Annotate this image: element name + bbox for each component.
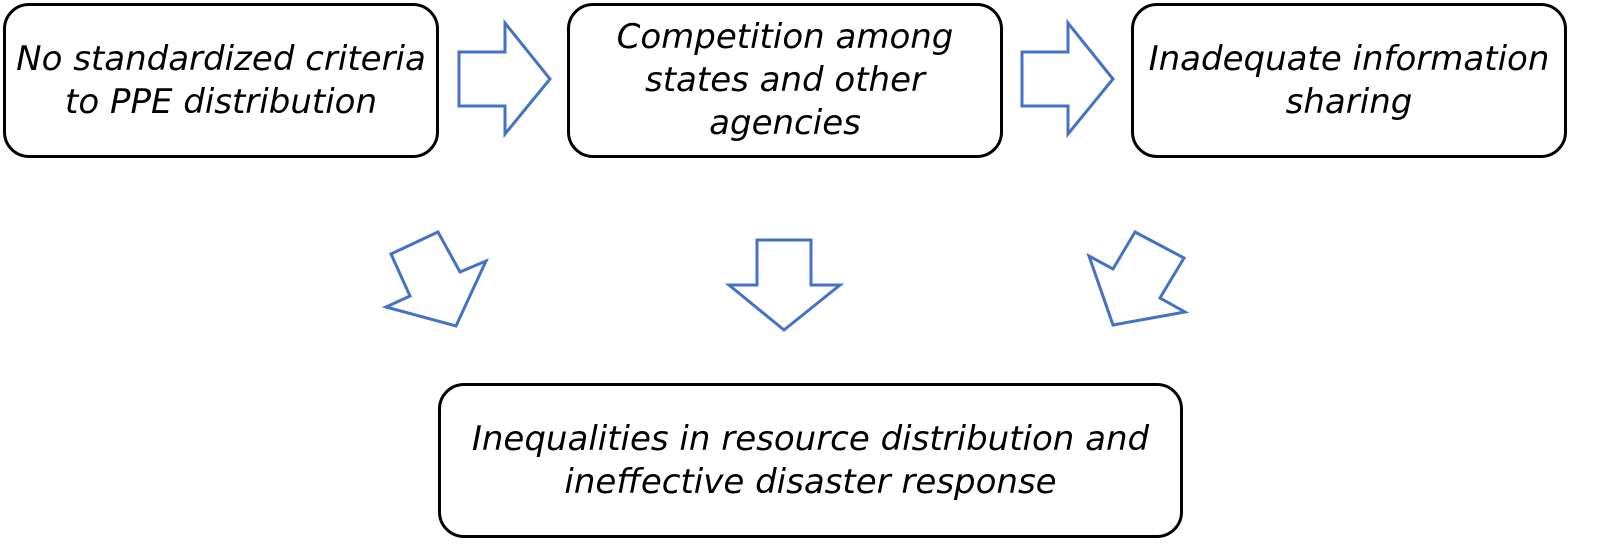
cause-box-label: Inadequate information sharing <box>1148 38 1550 122</box>
cause-box-competition: Competition among states and other agenc… <box>567 3 1003 158</box>
down-right-arrow-icon <box>381 230 489 328</box>
down-arrow-icon <box>724 238 845 332</box>
outcome-box: Inequalities in resource distribution an… <box>438 383 1183 538</box>
down-left-arrow-icon <box>1086 230 1190 327</box>
cause-box-label: No standardized criteria to PPE distribu… <box>16 38 426 122</box>
right-arrow-icon <box>457 18 552 139</box>
right-arrow-icon <box>1020 18 1115 139</box>
cause-box-inadequate-information-sharing: Inadequate information sharing <box>1131 3 1567 158</box>
cause-box-label: Competition among states and other agenc… <box>616 17 954 143</box>
outcome-box-label: Inequalities in resource distribution an… <box>471 418 1150 502</box>
cause-box-no-standardized-criteria: No standardized criteria to PPE distribu… <box>3 3 439 158</box>
